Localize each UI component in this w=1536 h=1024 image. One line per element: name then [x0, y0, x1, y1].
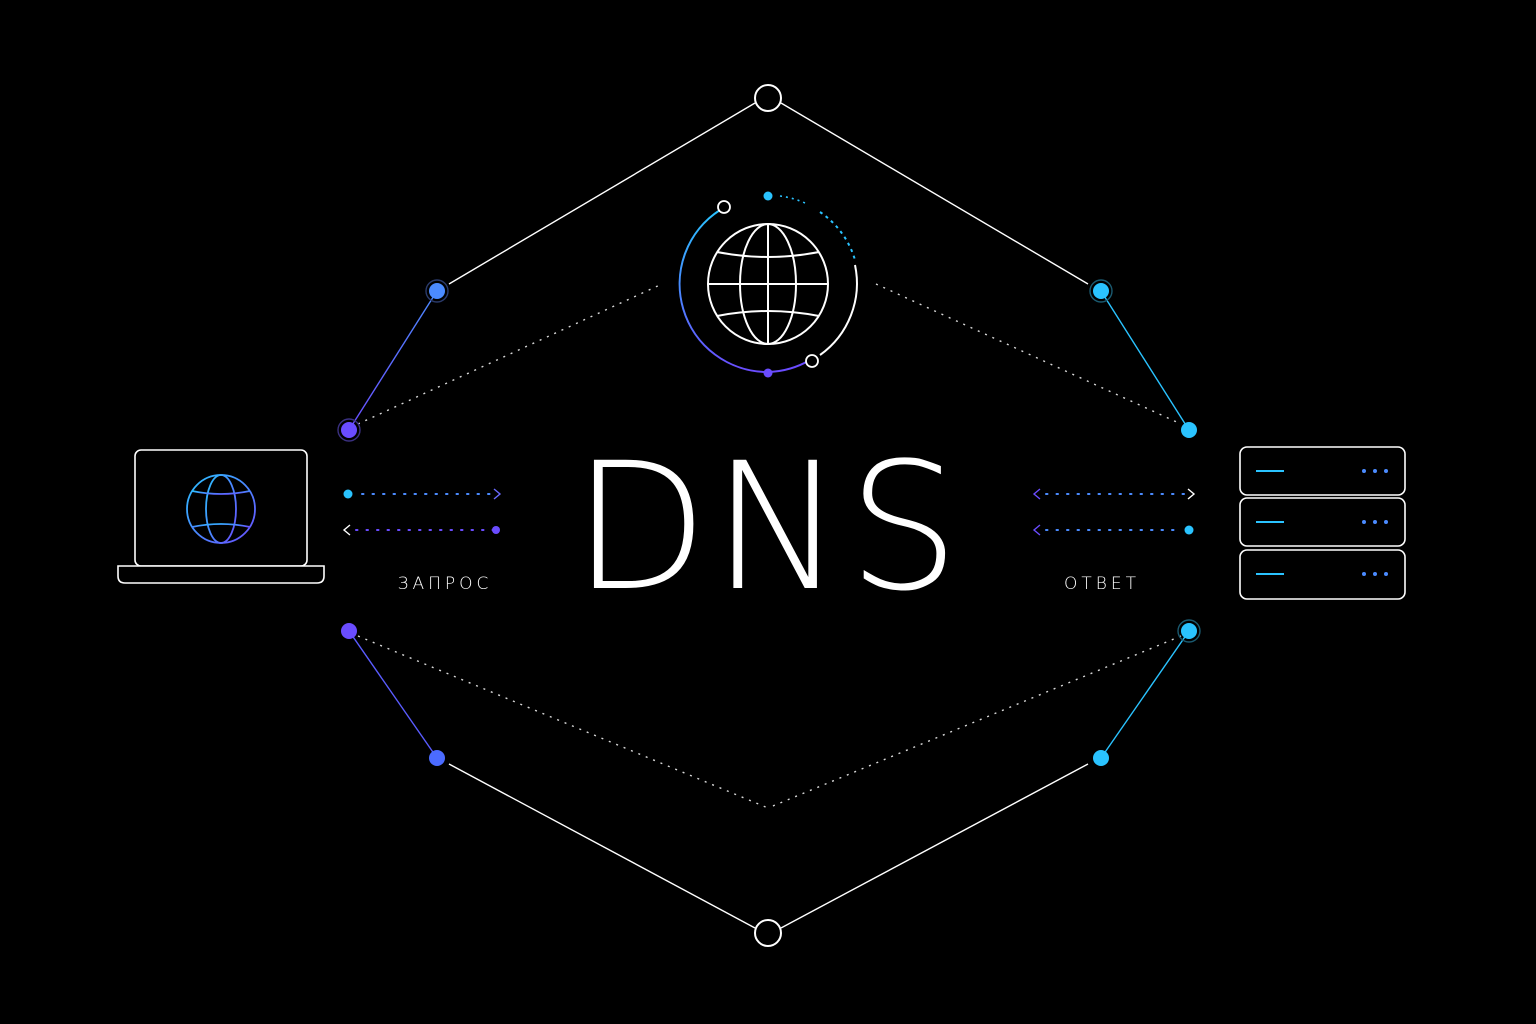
dotted-line-left-globe [357, 283, 663, 425]
node-right-mid-upper [1181, 422, 1197, 438]
left-lower-segment [348, 630, 438, 759]
request-arrows [342, 488, 502, 536]
arrow-left-icon [1032, 524, 1041, 536]
bottom-node [754, 919, 782, 947]
orbit-dot-top [763, 191, 773, 201]
dotted-line-left-bottom [357, 635, 769, 809]
arrow-right-icon [1187, 488, 1196, 500]
request-arrow-source-dot [343, 489, 353, 499]
laptop-base [117, 565, 325, 584]
globe-icon [186, 474, 256, 544]
frame-line-top-right [780, 102, 1089, 285]
orbit-ring-node-bottom-right [805, 354, 819, 368]
outer-frame [448, 102, 1089, 929]
server-unit [1239, 497, 1406, 547]
frame-line-bottom-right [780, 763, 1089, 929]
response-arrows [1032, 488, 1196, 536]
dotted-line-right-bottom [767, 635, 1182, 809]
node-left-mid-upper [337, 418, 361, 442]
left-upper-segment [348, 290, 438, 431]
server-unit [1239, 549, 1406, 600]
right-lower-segment [1100, 630, 1190, 759]
orbit-ring-arc [678, 209, 769, 374]
dns-title: DNS [573, 425, 964, 630]
arrow-right-icon [493, 488, 502, 500]
request-label: ЗАПРОС [398, 574, 493, 594]
laptop-icon [117, 449, 325, 584]
globe-icon [707, 223, 829, 345]
node-left-mid-lower [341, 623, 357, 639]
server-unit [1239, 446, 1406, 496]
response-arrow-source-dot [1184, 525, 1194, 535]
server-rack-icon [1239, 446, 1406, 600]
frame-line-bottom-left [448, 763, 756, 929]
orbit-ring-node-top-left [717, 200, 731, 214]
node-right-upper [1089, 279, 1113, 303]
node-right-mid-lower [1177, 619, 1201, 643]
right-upper-segment [1100, 290, 1190, 431]
node-left-upper [425, 279, 449, 303]
node-right-lower [1093, 750, 1109, 766]
arrow-left-icon [1032, 488, 1041, 500]
node-left-lower [429, 750, 445, 766]
dotted-line-globe-right [875, 283, 1182, 425]
top-node [754, 84, 782, 112]
frame-line-top-left [448, 102, 756, 285]
orbit-dot-bottom [763, 368, 773, 378]
internet-globe [678, 191, 858, 378]
response-label: ОТВЕТ [1064, 574, 1140, 594]
arrow-left-icon [342, 524, 351, 536]
